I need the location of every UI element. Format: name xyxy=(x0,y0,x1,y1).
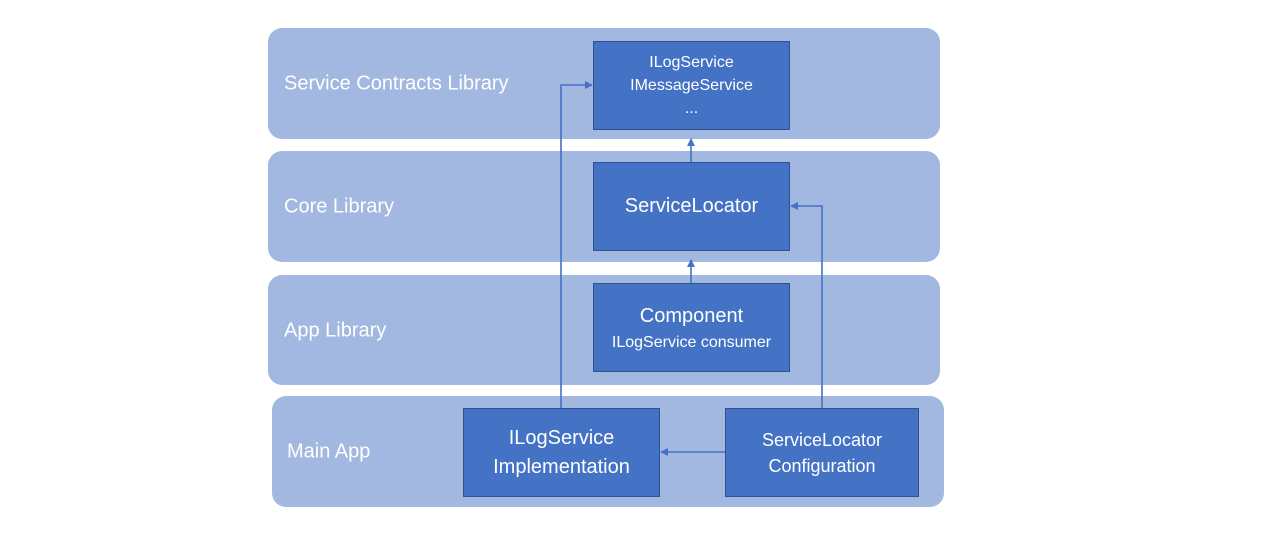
log-impl-line-1: ILogService xyxy=(508,426,615,449)
layer-label-app-library: App Library xyxy=(284,319,387,342)
component-box: Component ILogService consumer xyxy=(593,283,790,372)
layer-label-core: Core Library xyxy=(284,195,395,218)
locator-config-line-1: ServiceLocator xyxy=(761,429,883,450)
service-locator-label: ServiceLocator xyxy=(624,195,759,217)
contracts-line-3: ... xyxy=(684,100,699,117)
log-service-implementation-box: ILogService Implementation xyxy=(463,408,660,497)
layer-label-service-contracts: Service Contracts Library xyxy=(284,72,509,95)
log-impl-line-2: Implementation xyxy=(493,455,630,478)
component-title: Component xyxy=(639,304,744,327)
component-subtitle: ILogService consumer xyxy=(611,333,772,351)
contracts-line-1: ILogService xyxy=(649,54,734,71)
service-locator-box: ServiceLocator xyxy=(593,162,790,251)
layer-label-main-app: Main App xyxy=(287,440,371,463)
contracts-line-2: IMessageService xyxy=(630,77,753,94)
locator-config-line-2: Configuration xyxy=(768,455,876,476)
service-locator-configuration-box: ServiceLocator Configuration xyxy=(725,408,919,497)
service-contracts-box: ILogService IMessageService ... xyxy=(593,41,790,130)
